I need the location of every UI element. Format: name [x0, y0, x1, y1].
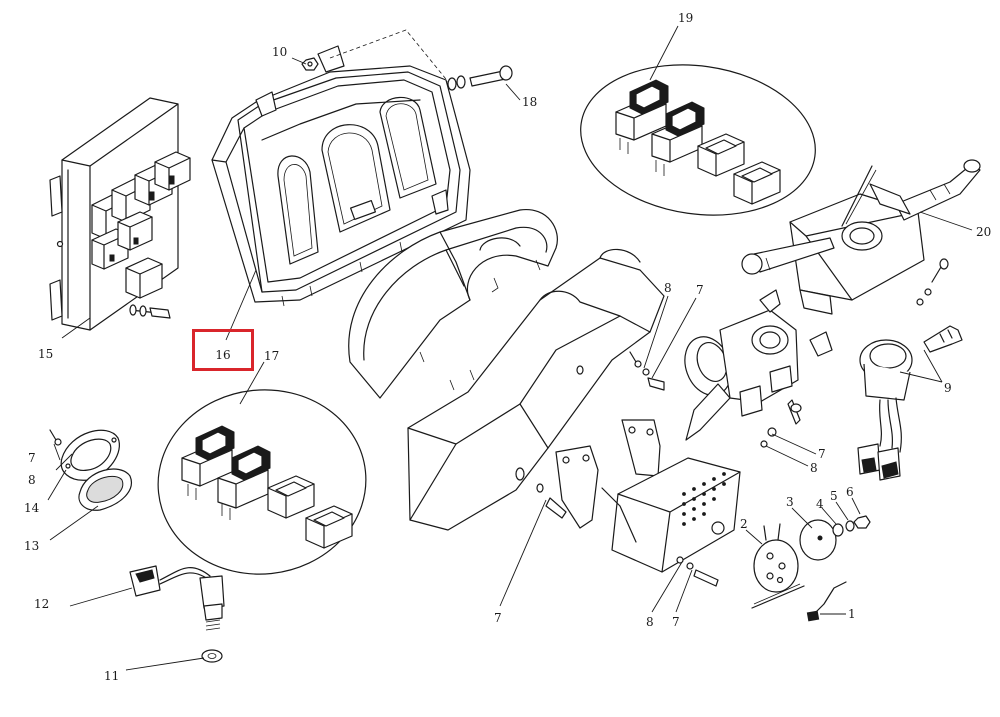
- callout-17: 17: [264, 349, 279, 363]
- combination-switch-20: [741, 159, 981, 315]
- callout-3: 3: [786, 495, 794, 509]
- ignition-lock-assembly: [684, 289, 833, 441]
- callout-13: 13: [24, 539, 39, 553]
- switch-group-19: [580, 64, 816, 216]
- callout-11: 11: [104, 669, 119, 683]
- instrument-cluster: [211, 45, 471, 307]
- callout-labels: 15 17 19 20 9 18 10 7 8 14 13 12 11 7 8 …: [24, 11, 991, 683]
- callout-14: 14: [24, 501, 40, 515]
- callout-20: 20: [976, 225, 991, 239]
- callout-10: 10: [272, 45, 287, 59]
- cover-gasket-13-14: [49, 429, 132, 511]
- callout-7-bottom-right: 7: [672, 615, 680, 629]
- callout-8-bottom: 8: [646, 615, 654, 629]
- ignition-key-connector-9: [857, 325, 963, 481]
- callout-18: 18: [522, 95, 537, 109]
- callout-7-center: 7: [696, 283, 704, 297]
- callout-15: 15: [38, 347, 53, 361]
- highlight-box-part-16: [192, 329, 254, 371]
- callout-8-right: 8: [810, 461, 818, 475]
- callout-9: 9: [944, 381, 952, 395]
- leader-lines: [47, 25, 973, 671]
- callout-8-left: 8: [28, 473, 36, 487]
- nut-10: [301, 57, 319, 71]
- callout-19: 19: [678, 11, 693, 25]
- fuse-relay-box: [49, 97, 191, 331]
- callout-7-left: 7: [28, 451, 36, 465]
- horn-contact-parts: [751, 515, 871, 622]
- callout-7-right: 7: [818, 447, 826, 461]
- sensor-with-connector: [129, 565, 225, 663]
- callout-1: 1: [848, 607, 856, 621]
- screw-18: [447, 65, 513, 91]
- screw-set-upper-right: [916, 258, 949, 306]
- callout-4: 4: [816, 497, 824, 511]
- callout-12: 12: [34, 597, 49, 611]
- callout-2: 2: [740, 517, 748, 531]
- switch-panel-bracket: [555, 419, 741, 573]
- switch-group-17: [157, 389, 367, 575]
- callout-7-bottom: 7: [494, 611, 502, 625]
- callout-5: 5: [830, 489, 838, 503]
- callout-8-center: 8: [664, 281, 672, 295]
- screws-washers-7-8: [536, 351, 802, 587]
- lower-column-shroud: [407, 248, 665, 531]
- callout-6: 6: [846, 485, 854, 499]
- upper-column-shroud: [348, 209, 558, 399]
- callout-16: 16: [215, 348, 231, 362]
- switch-panel-grid: [682, 472, 726, 526]
